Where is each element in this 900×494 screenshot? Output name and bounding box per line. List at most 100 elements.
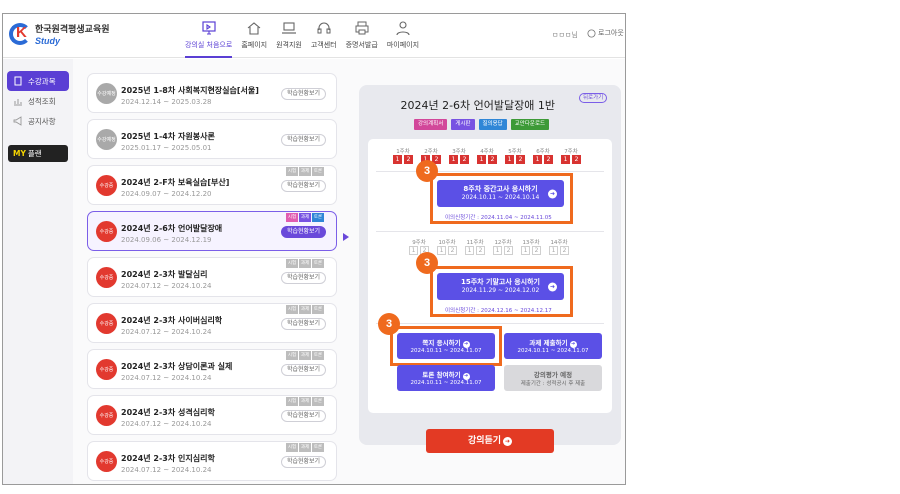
nav-label: 강의실 처음으로 — [185, 41, 233, 49]
sidebar-item-courses[interactable]: 수강과목 — [7, 71, 69, 91]
nav-classroom-home[interactable]: 강의실 처음으로 — [185, 14, 233, 58]
lesson-box[interactable]: 2 — [532, 246, 541, 255]
status-badge: 수강중 — [96, 267, 117, 288]
view-progress-button[interactable]: 학습현황보기 — [281, 134, 326, 146]
final-exam-button[interactable]: 15주차 기말고사 응시하기 2024.11.29 ~ 2024.12.02 ➜ — [437, 273, 564, 300]
step-badge: 3 — [416, 160, 438, 182]
exam-tag: 시험 — [286, 259, 298, 268]
discussion-tag: 토론 — [312, 397, 324, 406]
week-label: 5주차 — [508, 149, 522, 155]
final-date: 2024.11.29 ~ 2024.12.02 — [461, 287, 540, 294]
user-icon — [396, 21, 410, 36]
midterm-exam-button[interactable]: 8주차 중간고사 응시하기 2024.10.11 ~ 2024.10.14 ➜ — [437, 180, 564, 207]
status-badge: 수강중 — [96, 451, 117, 472]
lesson-box[interactable]: 1 — [421, 155, 430, 164]
lesson-box[interactable]: 1 — [521, 246, 530, 255]
lesson-box[interactable]: 1 — [477, 155, 486, 164]
lesson-box[interactable]: 2 — [504, 246, 513, 255]
sidebar-item-label: 공지사항 — [28, 116, 56, 126]
discussion-button[interactable]: 토론 참여하기➜ 2024.10.11 ~ 2024.11.07 — [397, 365, 495, 391]
status-badge: 수강중 — [96, 175, 117, 196]
status-badge: 수강중 — [96, 313, 117, 334]
assignment-date: 2024.10.11 ~ 2024.11.07 — [517, 348, 589, 354]
qna-link[interactable]: 질의응답 — [478, 119, 507, 130]
course-card[interactable]: 시험 과제 토론 수강중 2024년 2-F차 보육실습[부산] 2024.09… — [87, 165, 337, 205]
lesson-box[interactable]: 2 — [476, 246, 485, 255]
nav-label: 홈페이지 — [241, 41, 268, 49]
back-button[interactable]: 뒤로가기 — [579, 93, 608, 103]
logout-button[interactable]: 로그아웃 — [587, 28, 624, 38]
lesson-box[interactable]: 2 — [516, 155, 525, 164]
lesson-box[interactable]: 1 — [561, 155, 570, 164]
exam-tag: 시험 — [286, 351, 298, 360]
view-progress-button[interactable]: 학습현황보기 — [281, 180, 326, 192]
lesson-box[interactable]: 1 — [409, 246, 418, 255]
course-title: 2025년 1-4차 자원봉사론 — [121, 132, 215, 141]
lesson-box[interactable]: 2 — [488, 155, 497, 164]
lesson-box[interactable]: 2 — [544, 155, 553, 164]
logo[interactable]: K 한국원격평생교육원 Study — [9, 22, 110, 46]
nav-homepage[interactable]: 홈페이지 — [241, 14, 267, 58]
course-tags: 시험 과제 토론 — [286, 397, 325, 406]
sidebar: 수강과목 성적조회 공지사항 MY 플랜 — [3, 59, 73, 484]
my-plan-button[interactable]: MY 플랜 — [8, 145, 68, 162]
sidebar-item-notice[interactable]: 공지사항 — [7, 111, 69, 131]
course-card[interactable]: 수강예정 2025년 1-4차 자원봉사론 2025.01.17 ~ 2025.… — [87, 119, 337, 159]
view-progress-button[interactable]: 학습현황보기 — [281, 226, 326, 238]
nav-customer-center[interactable]: 고객센터 — [311, 14, 337, 58]
nav-certificate[interactable]: 증명서발급 — [346, 14, 378, 58]
course-card[interactable]: 시험 과제 토론 수강중 2024년 2-3차 상담이론과 실제 2024.07… — [87, 349, 337, 389]
course-card[interactable]: 시험 과제 토론 수강중 2024년 2-3차 사이버심리학 2024.07.1… — [87, 303, 337, 343]
view-progress-button[interactable]: 학습현황보기 — [281, 318, 326, 330]
lesson-box[interactable]: 2 — [432, 155, 441, 164]
course-card[interactable]: 수강예정 2025년 1-8차 사회복지현장실습[서울] 2024.12.14 … — [87, 73, 337, 113]
lesson-box[interactable]: 1 — [505, 155, 514, 164]
quiz-title: 쪽지 응시하기 — [422, 339, 461, 347]
nav-remote-support[interactable]: 원격지원 — [276, 14, 302, 58]
exam-tag: 시험 — [286, 213, 298, 222]
course-tags: 시험 과제 토론 — [286, 351, 325, 360]
panel-links: 강의계획서 게시판 질의응답 교안다운로드 — [414, 119, 553, 130]
lesson-box[interactable]: 1 — [393, 155, 402, 164]
week-label: 3주차 — [452, 149, 466, 155]
assignment-submit-button[interactable]: 과제 제출하기➜ 2024.10.11 ~ 2024.11.07 — [504, 333, 602, 359]
logout-label: 로그아웃 — [598, 29, 624, 37]
divider — [376, 231, 604, 232]
lesson-box[interactable]: 1 — [493, 246, 502, 255]
course-card[interactable]: 시험 과제 토론 수강중 2024년 2-3차 인지심리학 2024.07.12… — [87, 441, 337, 481]
view-progress-button[interactable]: 학습현황보기 — [281, 410, 326, 422]
lesson-box[interactable]: 2 — [448, 246, 457, 255]
lesson-box[interactable]: 1 — [449, 155, 458, 164]
course-date: 2024.07.12 ~ 2024.10.24 — [121, 466, 212, 474]
material-download-link[interactable]: 교안다운로드 — [510, 119, 550, 130]
view-progress-button[interactable]: 학습현황보기 — [281, 272, 326, 284]
course-title: 2024년 2-3차 사이버심리학 — [121, 316, 223, 325]
lesson-box[interactable]: 2 — [460, 155, 469, 164]
syllabus-link[interactable]: 강의계획서 — [414, 119, 448, 130]
view-progress-button[interactable]: 학습현황보기 — [281, 364, 326, 376]
lesson-box[interactable]: 2 — [572, 155, 581, 164]
lesson-box[interactable]: 1 — [549, 246, 558, 255]
course-list: 수강예정 2025년 1-8차 사회복지현장실습[서울] 2024.12.14 … — [87, 73, 337, 484]
course-card[interactable]: 시험 과제 토론 수강중 2024년 2-3차 발달심리 2024.07.12 … — [87, 257, 337, 297]
lesson-box[interactable]: 1 — [465, 246, 474, 255]
nav-mypage[interactable]: 마이페이지 — [387, 14, 419, 58]
quiz-button[interactable]: 쪽지 응시하기➜ 2024.10.11 ~ 2024.11.07 — [397, 333, 495, 359]
course-card-selected[interactable]: 시험 과제 토론 수강중 2024년 2-6차 언어발달장애 2024.09.0… — [87, 211, 337, 251]
lesson-box[interactable]: 1 — [533, 155, 542, 164]
watch-lecture-button[interactable]: 강의듣기➜ — [426, 429, 554, 453]
board-link[interactable]: 게시판 — [451, 119, 475, 130]
lesson-box[interactable]: 2 — [404, 155, 413, 164]
view-progress-button[interactable]: 학습현황보기 — [281, 88, 326, 100]
course-date: 2024.07.12 ~ 2024.10.24 — [121, 374, 212, 382]
course-card[interactable]: 시험 과제 토론 수강중 2024년 2-3차 성격심리학 2024.07.12… — [87, 395, 337, 435]
view-progress-button[interactable]: 학습현황보기 — [281, 456, 326, 468]
midterm-date: 2024.10.11 ~ 2024.10.14 — [461, 194, 540, 201]
lesson-box[interactable]: 2 — [560, 246, 569, 255]
sidebar-item-grades[interactable]: 성적조회 — [7, 91, 69, 111]
lesson-box[interactable]: 1 — [437, 246, 446, 255]
